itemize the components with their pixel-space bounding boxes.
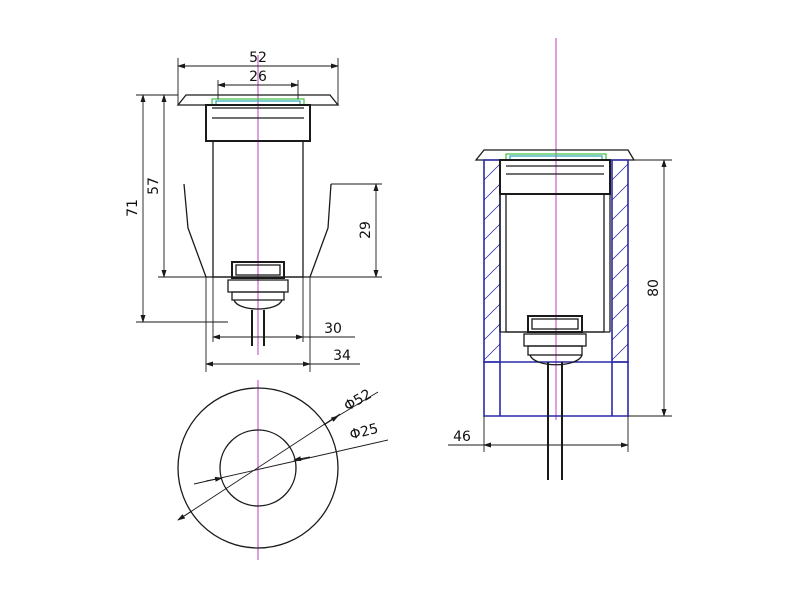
dim-line-dia52 [177, 413, 341, 521]
section-gland-nut [527, 315, 583, 333]
front-gland-body [227, 279, 289, 293]
housing-hatch [483, 163, 629, 361]
dim-label-body-height: 57 [146, 177, 162, 195]
front-gland-inner [235, 264, 281, 276]
dim-line-dia25 [193, 439, 389, 485]
dim-label-top-inner: 26 [249, 69, 267, 85]
inner-circle [219, 429, 297, 507]
front-gland-cap [233, 299, 283, 310]
outer-circle [177, 387, 339, 549]
dim-label-bottom-inner: 30 [324, 321, 342, 337]
dim-arrow [205, 476, 223, 482]
section-gland-cap [529, 354, 583, 366]
dim-label-total-height: 71 [125, 199, 141, 217]
section-flange [474, 149, 636, 161]
bottom-view: Φ52 Φ25 [177, 380, 389, 560]
dim-arrow [177, 510, 193, 521]
section-body [505, 193, 605, 333]
dim-arrow [323, 415, 339, 426]
dim-arrow [293, 456, 311, 462]
dim-label-height: 80 [646, 279, 662, 297]
dim-label-sleeve-height: 29 [358, 221, 374, 239]
section-gland-inner [531, 318, 579, 330]
front-gland-ring [231, 291, 285, 301]
dim-label-bottom-outer: 34 [333, 348, 351, 364]
dim-leader [337, 391, 379, 417]
section-gland-ring [527, 345, 583, 356]
section-cap-ring [499, 159, 611, 195]
dim-label-inner-dia: Φ25 [348, 421, 380, 444]
section-view: 80 46 [448, 38, 672, 480]
dim-label-outer-dia: Φ52 [342, 386, 375, 414]
dim-label-top-outer: 52 [249, 50, 267, 66]
front-view: 52 26 71 57 29 30 34 [125, 50, 382, 372]
section-gland-body [523, 333, 587, 347]
front-gland-nut [231, 261, 285, 279]
dim-label-width: 46 [453, 429, 471, 445]
